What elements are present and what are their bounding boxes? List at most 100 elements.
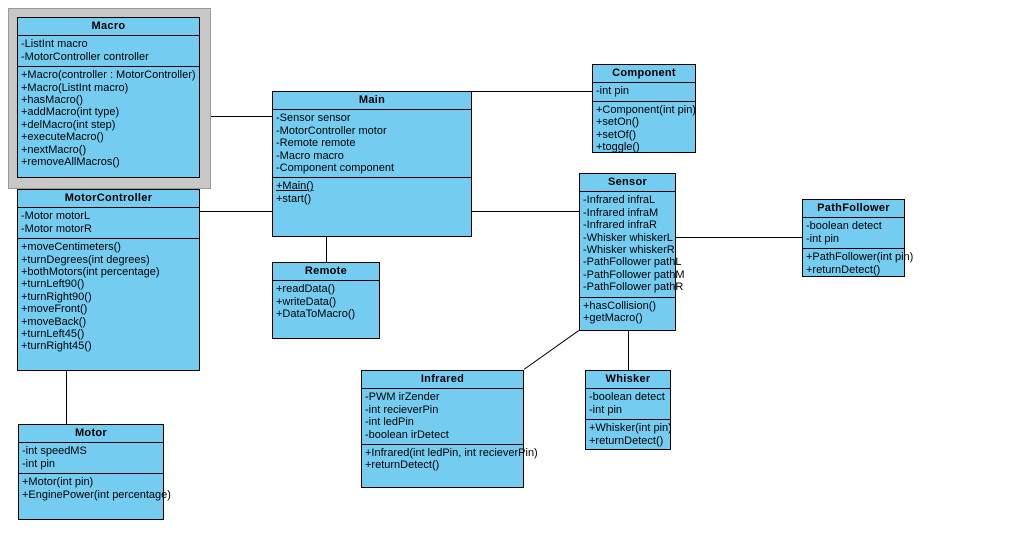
uml-methods-macro: +Macro(controller : MotorController)+Mac… xyxy=(18,66,199,171)
uml-attribute: -PathFollower pathR xyxy=(583,281,684,294)
uml-attribute: -ListInt macro xyxy=(21,38,88,51)
uml-method: +moveBack() xyxy=(21,315,87,328)
uml-method: +turnRight45() xyxy=(21,340,92,353)
uml-method: +hasCollision() xyxy=(583,299,657,312)
uml-attribute: -int ledPin xyxy=(365,416,414,429)
uml-method: +writeData() xyxy=(276,295,337,308)
uml-method: +start() xyxy=(276,192,312,205)
uml-class-name-component: Component xyxy=(593,65,695,84)
uml-method: +DataToMacro() xyxy=(276,308,356,321)
uml-class-macro[interactable]: Macro-ListInt macro-MotorController cont… xyxy=(17,17,200,178)
uml-attribute: -int pin xyxy=(589,403,623,416)
uml-method: +turnLeft90() xyxy=(21,278,85,291)
connector-motorcontroller-main xyxy=(200,211,272,212)
connector-motorcontroller-motor xyxy=(66,371,67,424)
uml-attribute: -PathFollower pathM xyxy=(583,268,685,281)
uml-methods-pathfollower: +PathFollower(int pin)+returnDetect() xyxy=(803,248,914,279)
uml-method: +turnRight90() xyxy=(21,290,92,303)
uml-method: +bothMotors(int percentage) xyxy=(21,266,160,279)
uml-method: +hasMacro() xyxy=(21,94,84,107)
uml-methods-infrared: +Infrared(int ledPin, int recieverPin)+r… xyxy=(362,444,538,475)
uml-class-name-motor: Motor xyxy=(19,425,163,444)
uml-method: +removeAllMacros() xyxy=(21,156,120,169)
uml-class-main[interactable]: Main-Sensor sensor-MotorController motor… xyxy=(272,91,472,237)
uml-methods-motor: +Motor(int pin)+EnginePower(int percenta… xyxy=(19,473,171,504)
uml-method: +turnDegrees(int degrees) xyxy=(21,253,150,266)
uml-attribute: -int pin xyxy=(22,457,56,470)
uml-method: +returnDetect() xyxy=(365,459,440,472)
uml-attribute: -Motor motorR xyxy=(21,222,92,235)
uml-attribute: -MotorController motor xyxy=(276,124,387,137)
uml-attribute: -PWM irZender xyxy=(365,391,440,404)
uml-class-name-main: Main xyxy=(273,92,471,111)
uml-attributes-component: -int pin xyxy=(593,83,695,100)
uml-attribute: -Macro macro xyxy=(276,149,344,162)
uml-class-name-motorcontroller: MotorController xyxy=(18,190,199,209)
uml-attribute: -Whisker whiskerR xyxy=(583,244,675,257)
uml-class-name-sensor: Sensor xyxy=(580,174,675,193)
uml-class-pathfollower[interactable]: PathFollower-boolean detect-int pin +Path… xyxy=(802,199,914,279)
uml-attribute: -int pin xyxy=(596,85,630,98)
uml-method: +moveCentimeters() xyxy=(21,241,121,254)
uml-method: +addMacro(int type) xyxy=(21,106,120,119)
uml-class-name-pathfollower: PathFollower xyxy=(803,200,904,219)
uml-method: +Whisker(int pin) xyxy=(589,422,672,435)
uml-attribute: -boolean detect xyxy=(806,220,882,233)
uml-class-motor[interactable]: Motor-int speedMS-int pin+Motor(int pin)… xyxy=(18,424,171,520)
uml-method: +setOn() xyxy=(596,116,640,129)
uml-attribute: -MotorController controller xyxy=(21,50,149,63)
uml-class-motorcontroller[interactable]: MotorController-Motor motorL-Motor motor… xyxy=(17,189,200,371)
uml-methods-motorcontroller: +moveCentimeters()+turnDegrees(int degre… xyxy=(18,238,199,356)
uml-methods-sensor: +hasCollision()+getMacro() xyxy=(580,296,675,328)
uml-method: +getMacro() xyxy=(583,312,643,325)
uml-attributes-main: -Sensor sensor-MotorController motor-Rem… xyxy=(273,110,471,177)
uml-class-sensor[interactable]: Sensor-Infrared infraL-Infrared infraM-I… xyxy=(579,173,685,331)
uml-class-component[interactable]: Component-int pin+Component(int pin)+set… xyxy=(592,64,696,153)
uml-method: +Main() xyxy=(276,180,314,193)
uml-attribute: -Infrared infraM xyxy=(583,206,659,219)
uml-method: +Macro(ListInt macro) xyxy=(21,81,129,94)
connector-main-sensor xyxy=(472,211,579,212)
uml-attribute: -int pin xyxy=(806,232,840,245)
uml-method: +Component(int pin) xyxy=(596,103,696,116)
uml-method: +setOf() xyxy=(596,128,637,141)
connector-sensor-whisker xyxy=(628,331,629,370)
connector-main-component xyxy=(472,91,592,92)
uml-class-remote[interactable]: Remote+readData()+writeData()+DataToMacr… xyxy=(272,262,380,339)
uml-class-infrared[interactable]: Infrared-PWM irZender-int recieverPin-in… xyxy=(361,370,538,488)
uml-methods-main: +Main()+start() xyxy=(273,177,471,208)
uml-class-name-macro: Macro xyxy=(18,18,199,37)
uml-method: +moveFront() xyxy=(21,303,88,316)
uml-attributes-sensor: -Infrared infraL-Infrared infraM-Infrare… xyxy=(580,192,685,296)
uml-attribute: -Infrared infraL xyxy=(583,194,656,207)
uml-method: +EnginePower(int percentage) xyxy=(22,488,171,501)
uml-class-name-infrared: Infrared xyxy=(362,371,523,390)
uml-attribute: -Component component xyxy=(276,162,395,175)
uml-method: +delMacro(int step) xyxy=(21,118,116,131)
uml-attribute: -int recieverPin xyxy=(365,403,439,416)
uml-method: +PathFollower(int pin) xyxy=(806,251,914,264)
uml-method: +toggle() xyxy=(596,141,640,154)
uml-method: +returnDetect() xyxy=(589,434,664,447)
uml-class-name-whisker: Whisker xyxy=(586,371,670,390)
uml-attributes-whisker: -boolean detect-int pin xyxy=(586,389,670,419)
uml-method: +readData() xyxy=(276,283,336,296)
uml-method: +turnLeft45() xyxy=(21,328,85,341)
uml-methods-remote: +readData()+writeData()+DataToMacro() xyxy=(273,281,379,323)
uml-attributes-motor: -int speedMS-int pin xyxy=(19,443,163,473)
uml-attribute: -Motor motorL xyxy=(21,210,91,223)
uml-attributes-infrared: -PWM irZender-int recieverPin-int ledPin… xyxy=(362,389,523,444)
uml-attribute: -boolean irDetect xyxy=(365,428,449,441)
uml-attribute: -Sensor sensor xyxy=(276,112,351,125)
connector-main-remote xyxy=(326,237,327,262)
uml-attribute: -Remote remote xyxy=(276,137,356,150)
uml-class-name-remote: Remote xyxy=(273,263,379,282)
uml-method: +nextMacro() xyxy=(21,143,87,156)
uml-methods-component: +Component(int pin)+setOn()+setOf()+togg… xyxy=(593,100,696,157)
uml-class-whisker[interactable]: Whisker-boolean detect-int pin +Whisker(i… xyxy=(585,370,672,450)
uml-attribute: -Whisker whiskerL xyxy=(583,231,673,244)
connector-macro-main xyxy=(200,116,272,117)
uml-attributes-macro: -ListInt macro-MotorController controlle… xyxy=(18,36,199,66)
uml-method: +executeMacro() xyxy=(21,131,104,144)
